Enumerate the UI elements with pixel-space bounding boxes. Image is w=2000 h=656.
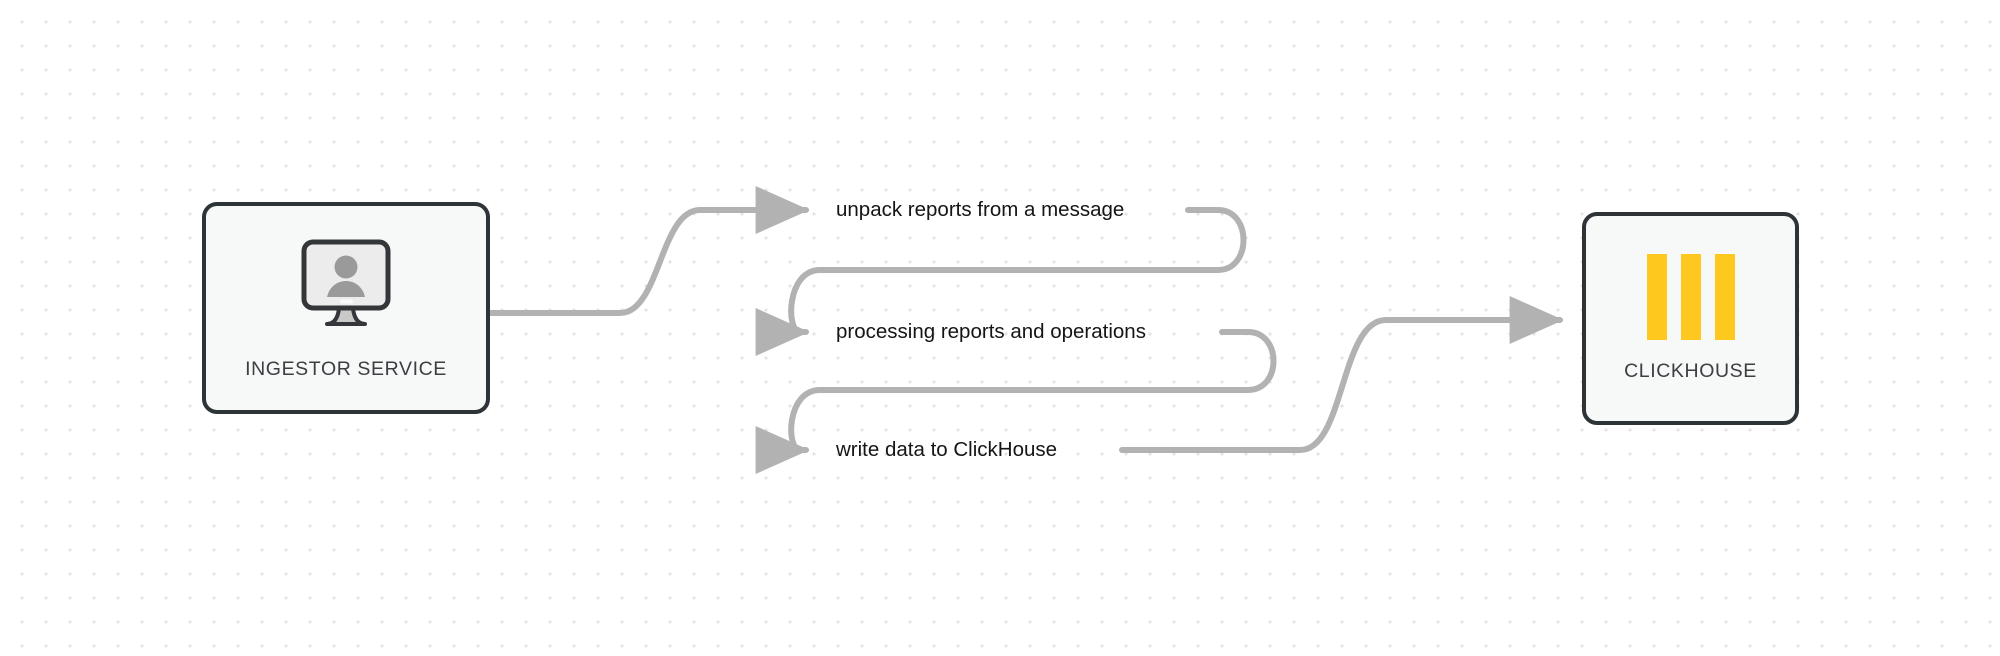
connector-step3-to-clickhouse [1119,296,1564,453]
node-ingestor-service[interactable]: INGESTOR SERVICE [202,202,490,414]
clickhouse-bars-icon [1646,254,1735,340]
connector-step2-to-step3 [755,329,1277,474]
connector-step1-to-step2 [755,207,1247,356]
clickhouse-bar-1 [1646,254,1667,340]
connector-ingestor-to-step1 [487,186,810,316]
monitor-user-icon [291,236,401,341]
node-label-clickhouse: CLICKHOUSE [1624,360,1757,382]
edge-label-processing-reports: processing reports and operations [836,320,1146,343]
clickhouse-bar-3 [1714,254,1735,340]
clickhouse-bar-2 [1680,254,1701,340]
node-clickhouse[interactable]: CLICKHOUSE [1582,212,1799,425]
edge-label-unpack-reports: unpack reports from a message [836,198,1125,221]
edge-label-write-data: write data to ClickHouse [836,438,1058,461]
node-label-ingestor-service: INGESTOR SERVICE [245,357,447,380]
